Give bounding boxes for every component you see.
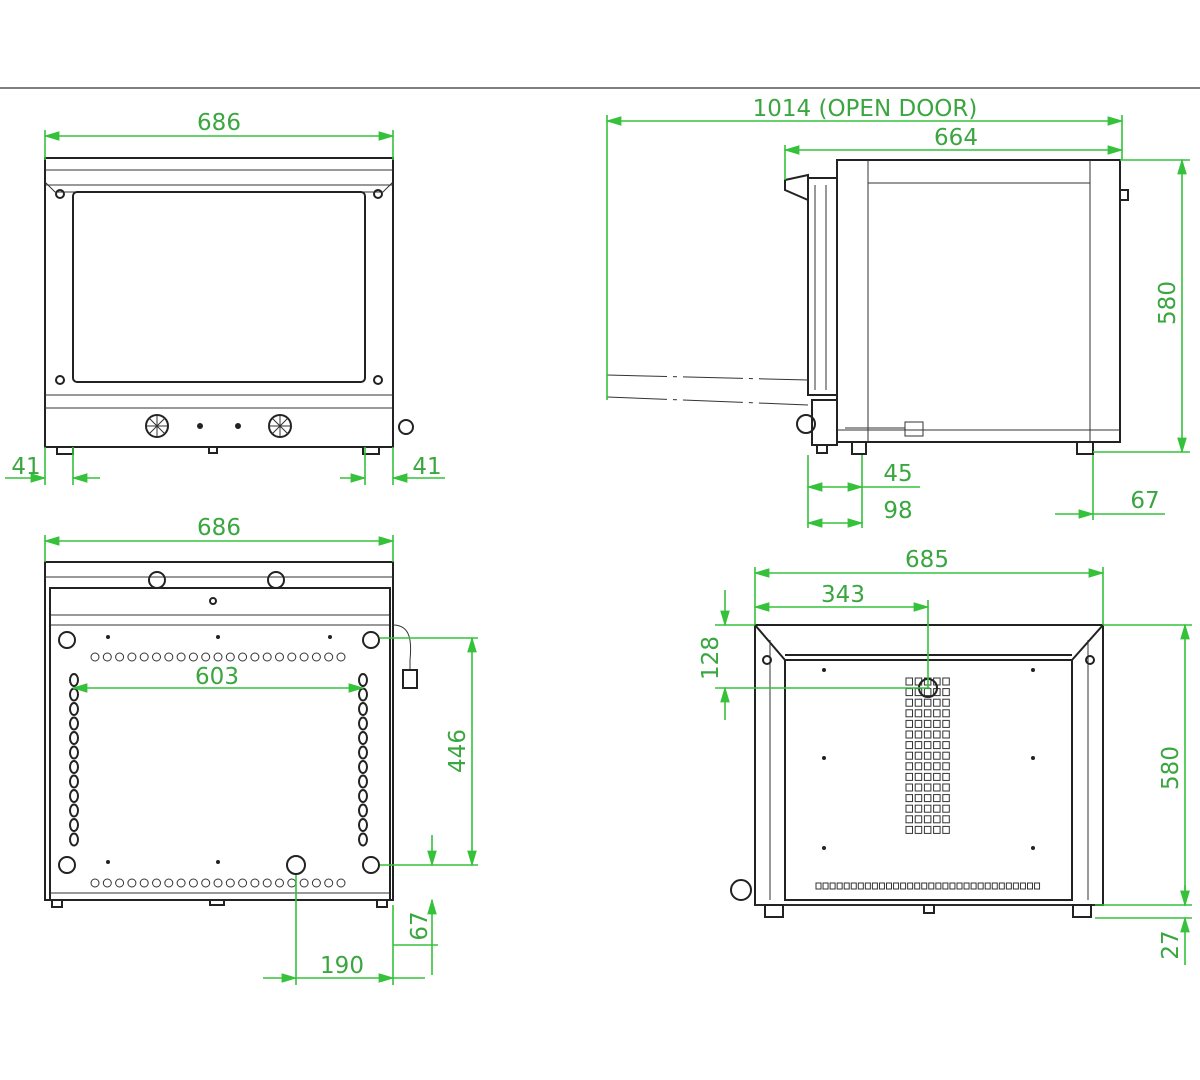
dim-side-depth: 664 xyxy=(934,125,978,151)
bottom-view xyxy=(44,561,418,908)
dim-side-height: 580 xyxy=(1155,281,1181,325)
back-view xyxy=(730,624,1104,918)
dim-foot-spacing-x: 603 xyxy=(195,664,239,690)
dim-foot-offset-45: 45 xyxy=(883,461,912,487)
dim-back-height: 580 xyxy=(1158,746,1184,790)
dim-bottom-width: 686 xyxy=(197,515,241,541)
power-plug-icon xyxy=(398,419,414,435)
dim-outlet-x: 343 xyxy=(821,582,865,608)
dim-front-left-foot: 41 xyxy=(11,454,40,480)
dim-back-width: 685 xyxy=(905,547,949,573)
dim-bottom-rear-67: 67 xyxy=(407,911,433,940)
dim-front-right-foot: 41 xyxy=(412,454,441,480)
bottom-dimensions: 686 603 446 67 190 xyxy=(43,515,478,985)
knob-icon xyxy=(268,414,292,438)
dim-foot-height: 27 xyxy=(1158,930,1184,959)
dim-foot-offset-98: 98 xyxy=(883,498,912,524)
back-dimensions: 685 343 128 580 27 xyxy=(698,547,1192,965)
dim-rear-foot-67: 67 xyxy=(1130,488,1159,514)
front-dimensions: 686 41 41 xyxy=(5,110,445,485)
knob-icon xyxy=(145,414,169,438)
dim-outlet-y: 128 xyxy=(698,636,724,680)
dim-front-width: 686 xyxy=(197,110,241,136)
power-plug-icon xyxy=(730,879,752,901)
dim-open-door: 1014 (OPEN DOOR) xyxy=(753,96,978,122)
side-view xyxy=(606,159,1129,455)
dim-foot-spacing-y: 446 xyxy=(445,729,471,773)
side-dimensions: 1014 (OPEN DOOR) 664 580 45 98 67 xyxy=(605,96,1190,528)
front-view xyxy=(44,157,414,455)
dim-drain-190: 190 xyxy=(320,953,364,979)
